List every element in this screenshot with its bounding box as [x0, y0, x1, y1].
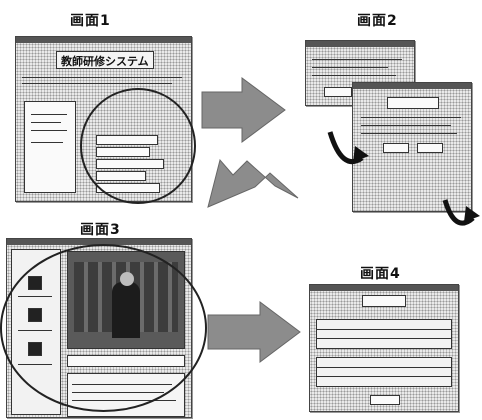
screen2-button[interactable]	[417, 143, 443, 153]
down-left-arrow-icon	[207, 158, 299, 208]
screen1-left-panel	[24, 101, 76, 193]
screen4-window	[309, 284, 459, 412]
screen2-label: 画面2	[357, 13, 398, 29]
screen4-table	[316, 319, 452, 349]
screen3-highlight-oval	[0, 244, 207, 412]
screen1-rule	[22, 83, 172, 84]
screen3-label: 画面3	[80, 222, 121, 238]
screen1-label: 画面1	[70, 13, 111, 29]
screen4-heading-box	[362, 295, 406, 307]
screen1-rule	[22, 77, 182, 78]
screen1-system-title: 教師研修システム	[61, 55, 149, 68]
screen2-front-titlebar	[353, 83, 471, 89]
screen2-button[interactable]	[324, 87, 352, 97]
screen1-titlebar	[16, 37, 191, 43]
right-arrow-icon	[207, 301, 301, 363]
screen2-titlebar	[306, 41, 414, 47]
screen4-label: 画面4	[360, 266, 401, 282]
curved-arrow-icon	[442, 199, 475, 226]
screen3-titlebar	[7, 239, 191, 245]
screen2-dialog-front	[352, 82, 472, 212]
screen1-title-box: 教師研修システム	[56, 51, 154, 69]
screen4-button[interactable]	[370, 395, 400, 405]
screen2-heading-box	[387, 97, 439, 109]
screen2-button[interactable]	[383, 143, 409, 153]
right-arrow-icon	[201, 77, 286, 143]
screen1-highlight-oval	[80, 88, 196, 204]
screen4-table	[316, 357, 452, 387]
curved-arrow-icon	[353, 146, 369, 162]
screen4-titlebar	[310, 285, 458, 291]
curved-arrow-icon	[464, 206, 480, 222]
